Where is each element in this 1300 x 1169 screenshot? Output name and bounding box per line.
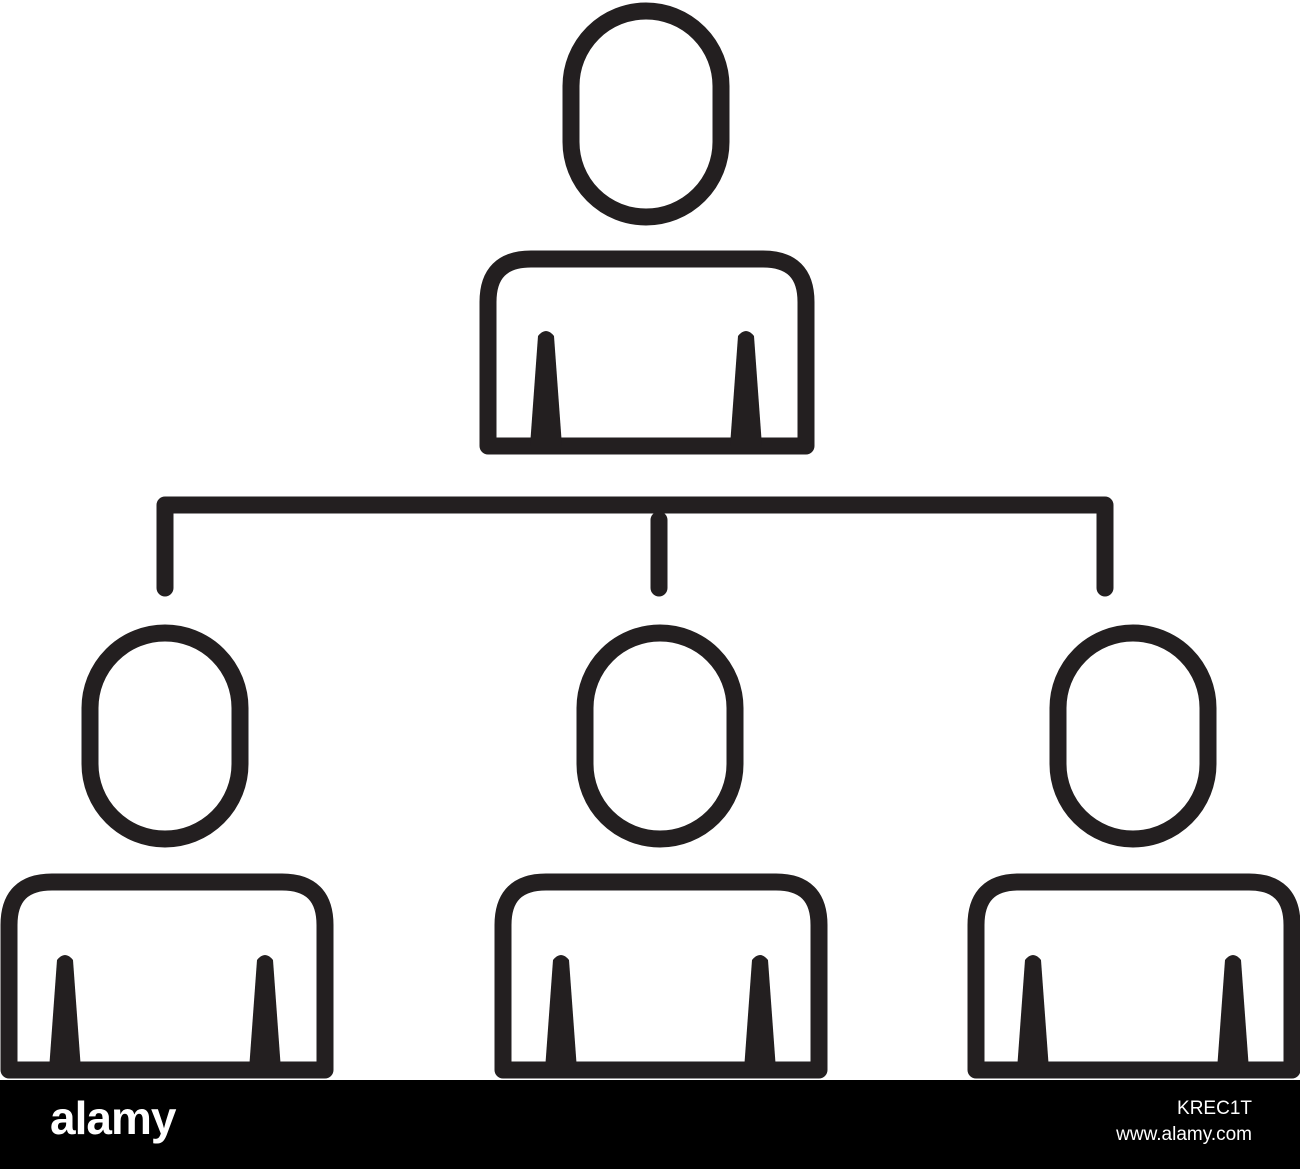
person-arm-left: [1017, 955, 1049, 1070]
person-arm-right: [249, 955, 281, 1070]
person-head: [1049, 624, 1217, 848]
person-torso: [967, 873, 1300, 1079]
org-chart-diagram: [0, 2, 1300, 1079]
person-torso: [494, 873, 828, 1079]
alamy-logo: alamy: [50, 1092, 176, 1144]
person-torso: [479, 250, 815, 455]
person-arm-left: [530, 331, 562, 446]
person-head: [81, 624, 249, 848]
person-head: [562, 2, 730, 226]
person-icon-right: [967, 624, 1300, 1079]
person-icon-center: [494, 624, 828, 1079]
person-head: [576, 624, 744, 848]
image-id-label: KREC1T: [1177, 1098, 1252, 1119]
site-url-label: www.alamy.com: [1116, 1124, 1252, 1145]
person-arm-left: [545, 955, 577, 1070]
person-arm-right: [744, 955, 776, 1070]
watermark-footer-bar: alamy KREC1T www.alamy.com: [0, 1080, 1300, 1169]
person-arm-right: [1217, 955, 1249, 1070]
person-icon-left: [0, 624, 334, 1079]
person-torso: [0, 873, 334, 1079]
person-arm-left: [49, 955, 81, 1070]
connector-branch-line: [156, 496, 1114, 597]
person-arm-right: [730, 331, 762, 446]
hierarchy-connector: [156, 496, 1114, 597]
person-icon-top: [479, 2, 815, 455]
